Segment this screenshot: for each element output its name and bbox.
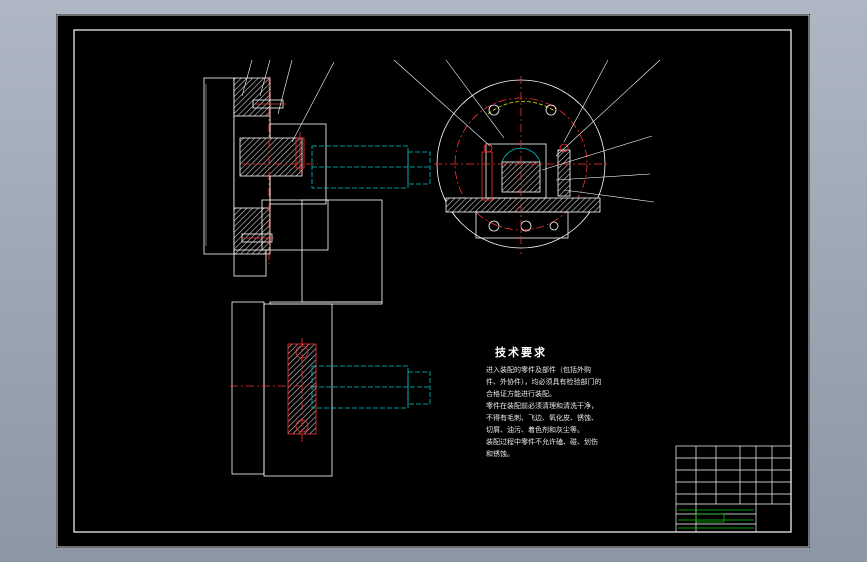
front-section-view — [203, 76, 383, 305]
requirement-line: 零件在装配前必须清理和清洗干净，不得有毛刺、飞边、氧化皮、锈蚀、切屑、油污、着色… — [486, 402, 598, 434]
top-view — [230, 301, 333, 477]
title-block — [675, 445, 792, 533]
top-cylinder — [311, 365, 431, 409]
front-cylinder — [311, 145, 431, 189]
side-view — [434, 76, 608, 254]
outer-border — [56, 14, 810, 548]
side-leaders — [393, 59, 661, 203]
inner-border — [73, 29, 792, 533]
technical-requirements-title: 技术要求 — [495, 346, 547, 359]
drawing-sheet: 技术要求 进入装配的零件及部件（包括外购件、外协件），均必须具有检验部门的合格证… — [56, 14, 810, 548]
requirement-line: 装配过程中零件不允许磕、碰、划伤和锈蚀。 — [486, 438, 598, 458]
requirement-line: 进入装配的零件及部件（包括外购件、外协件），均必须具有检验部门的合格证方能进行装… — [486, 366, 602, 398]
front-leaders — [241, 59, 335, 143]
cad-drawing — [56, 14, 810, 548]
technical-requirements-text: 进入装配的零件及部件（包括外购件、外协件），均必须具有检验部门的合格证方能进行装… — [486, 364, 604, 460]
